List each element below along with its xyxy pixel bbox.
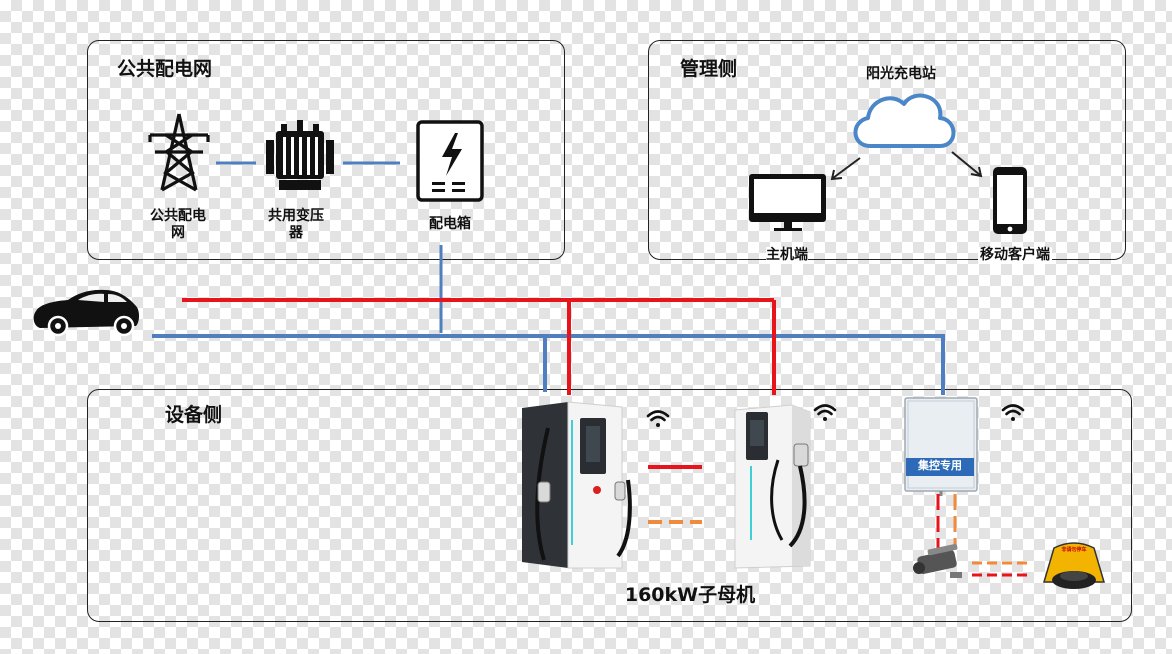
management-panel	[648, 40, 1126, 260]
distribution-box-label: 配电箱	[429, 216, 471, 232]
distribution-box-icon	[416, 120, 484, 202]
control-cabinet-image	[904, 397, 978, 496]
transformer-icon	[266, 120, 334, 190]
transformer-label: 共用变压器	[268, 208, 324, 241]
grid-tower-label: 公共配电网	[150, 208, 206, 241]
charger-link-lines	[648, 465, 702, 524]
parking-lock-text: 非请勿停车	[1061, 547, 1087, 553]
cabinet-label: 集控专用	[918, 459, 962, 472]
wifi-icon	[1001, 404, 1025, 421]
cloud-icon	[853, 93, 956, 148]
cabinet-link-lines	[936, 494, 957, 548]
grid-panel-title: 公共配电网	[117, 58, 213, 80]
data-bus-line	[152, 334, 945, 395]
host-label: 主机端	[766, 247, 808, 264]
grid-connector-lines	[216, 161, 443, 333]
grid-panel	[87, 40, 565, 260]
mobile-label: 移动客户端	[978, 247, 1052, 264]
equipment-panel	[87, 389, 1132, 622]
cloud-label: 阳光充电站	[866, 66, 936, 82]
host-computer-icon	[749, 174, 826, 231]
cloud-arrows	[830, 151, 983, 181]
power-tower-icon	[148, 113, 210, 192]
mobile-phone-icon	[993, 167, 1027, 234]
parking-lock-image	[1042, 542, 1106, 589]
sub-charger-image	[734, 404, 811, 569]
power-bus-line	[182, 298, 776, 395]
wifi-icon	[646, 410, 670, 427]
camera-icon	[913, 543, 962, 578]
charger-caption: 160kW子母机	[624, 584, 756, 606]
car-icon	[33, 289, 139, 337]
wifi-icon	[813, 404, 837, 421]
main-charger-image	[522, 401, 632, 569]
equipment-panel-title: 设备侧	[165, 404, 223, 426]
camera-link-lines	[972, 561, 1030, 577]
management-panel-title: 管理侧	[680, 58, 738, 80]
